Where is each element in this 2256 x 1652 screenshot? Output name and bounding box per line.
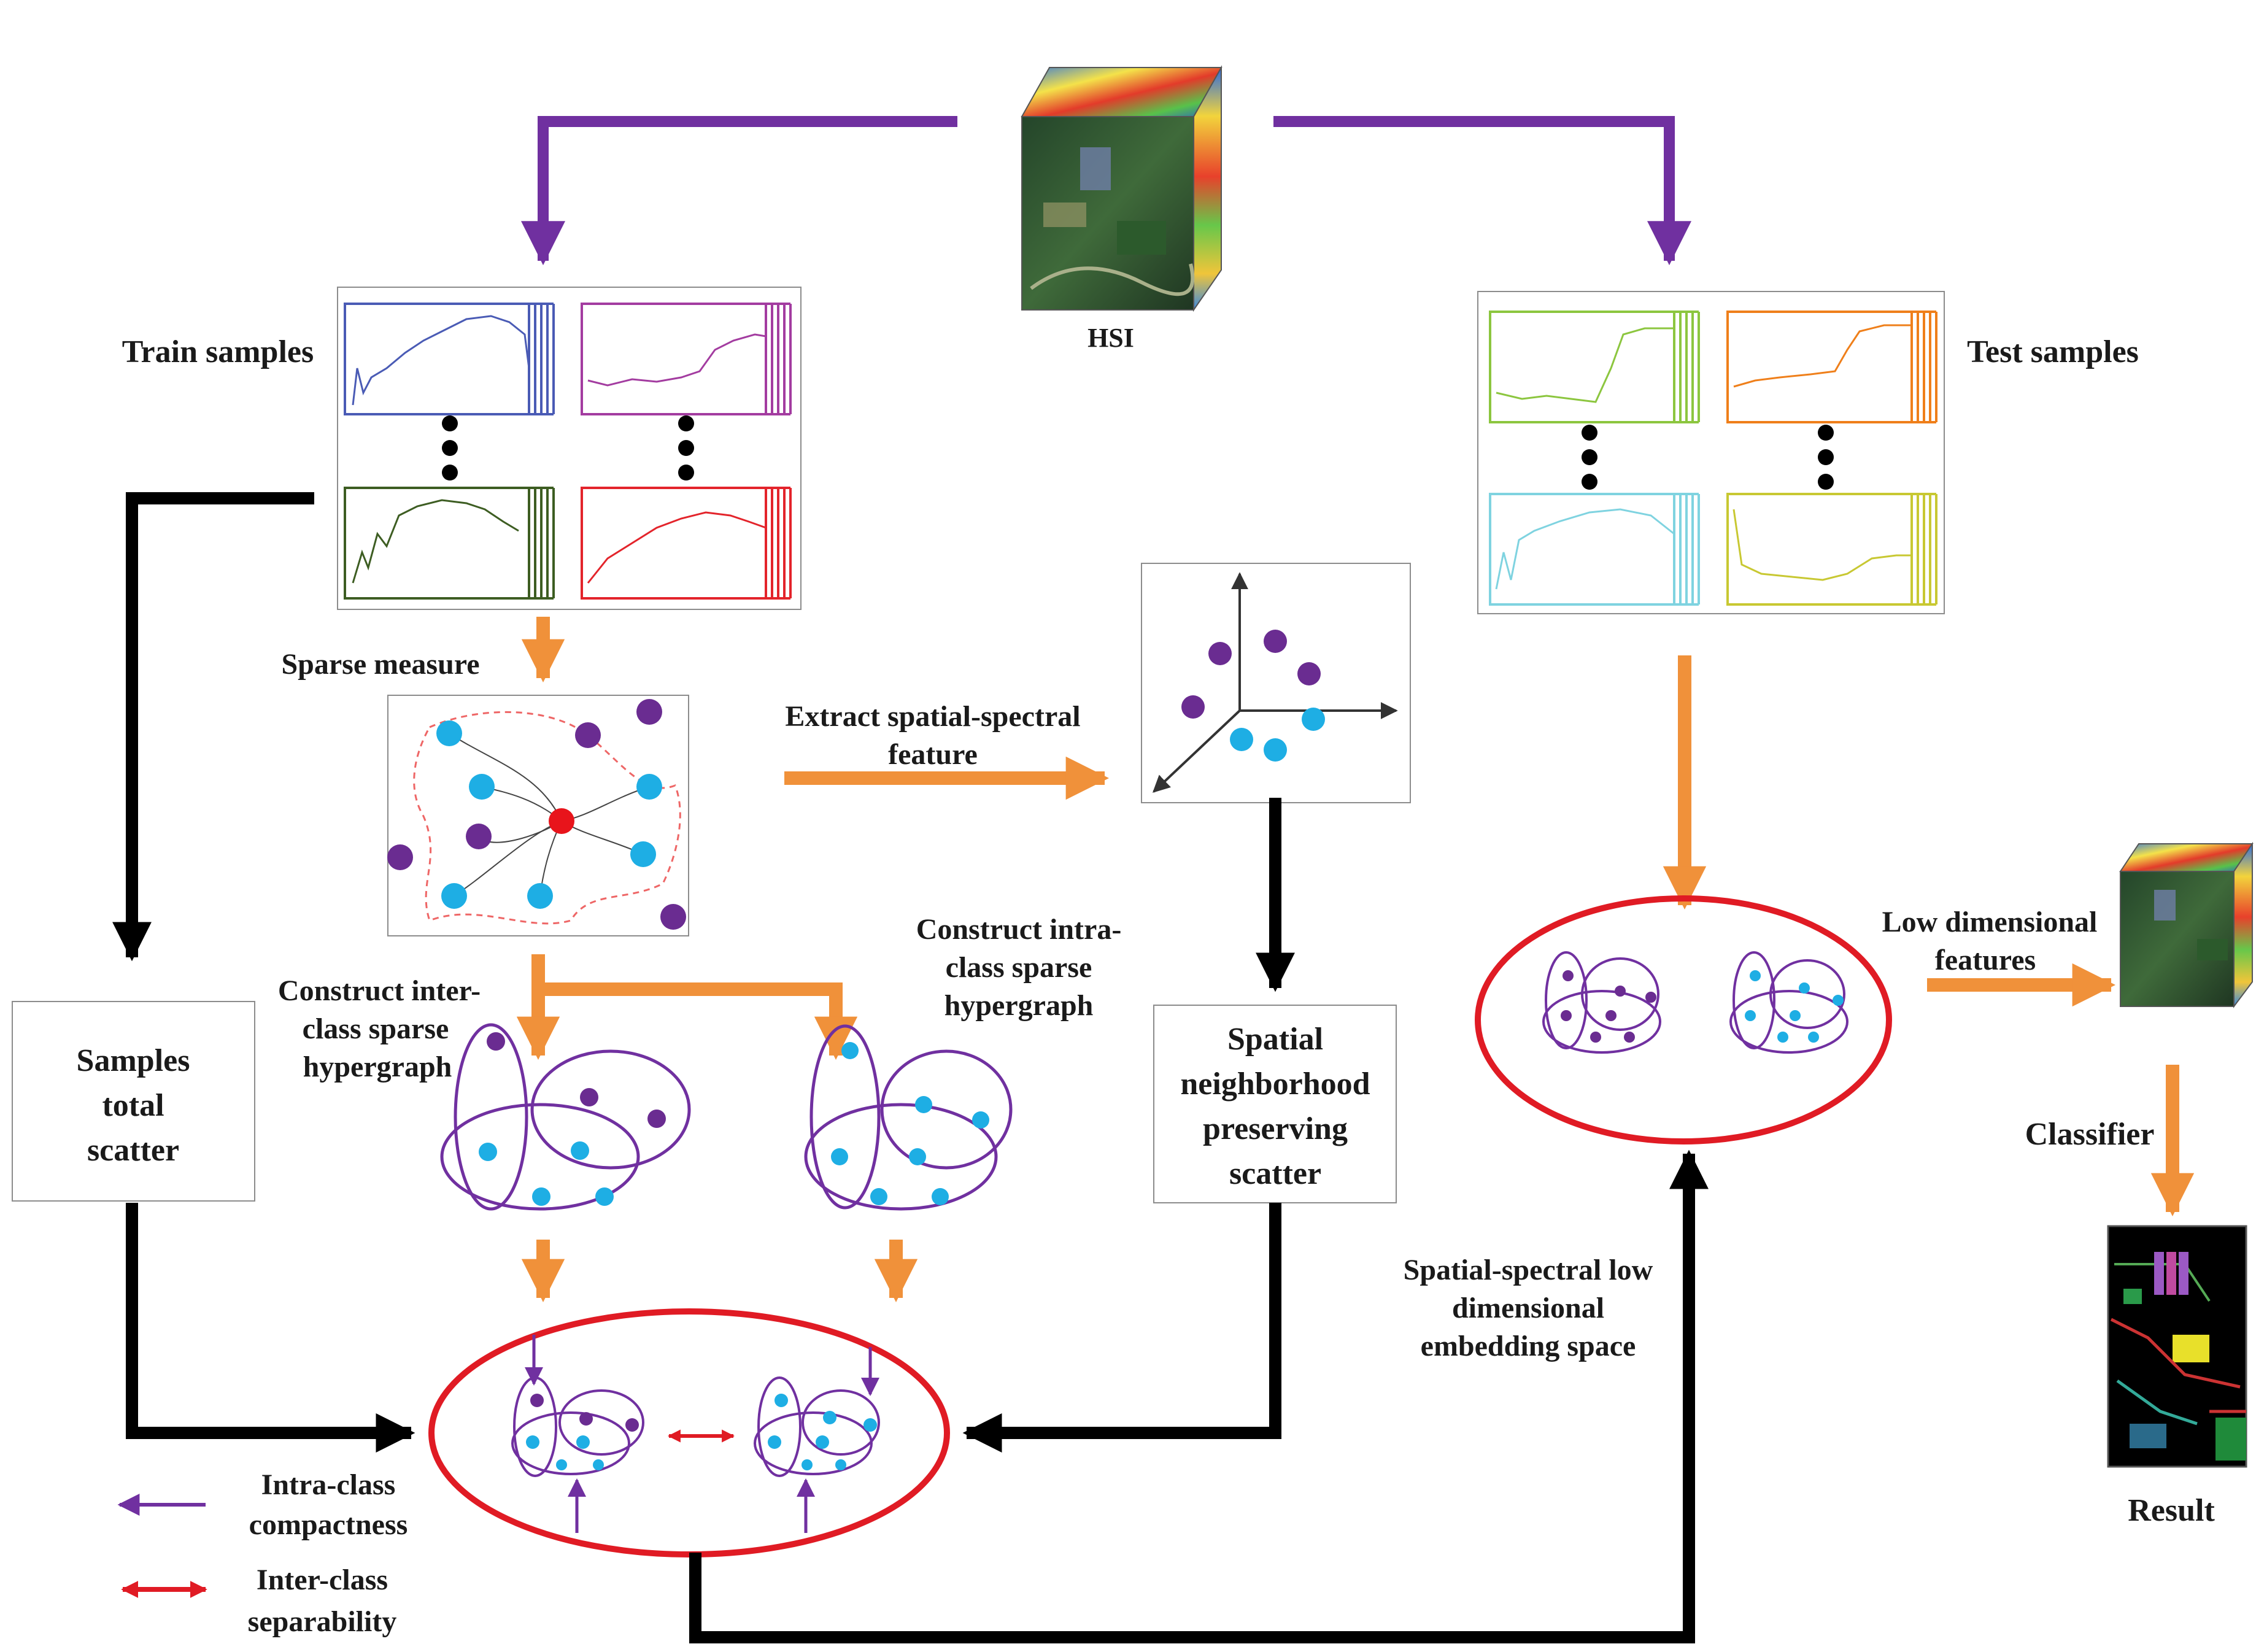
vertical-ellipsis-icon: [442, 415, 694, 481]
samples-total-scatter-box: Samples total scatter: [12, 1001, 255, 1202]
train-spectrum-blue: [344, 303, 555, 415]
objective-hypergraph-right: [754, 1347, 880, 1533]
samples-total-scatter-label-2: total: [102, 1088, 164, 1123]
embedding-label-2: dimensional: [1452, 1292, 1604, 1324]
spatial-scatter-label-2: neighborhood: [1180, 1067, 1370, 1102]
intra-hypergraph-label-2: class sparse: [946, 951, 1092, 984]
intra-class-hypergraph-nodes: [831, 1042, 989, 1205]
purple-arrow-to-test: [1273, 116, 1691, 266]
spatial-scatter-label-4: scatter: [1229, 1156, 1321, 1191]
extract-feature-label-1: Extract spatial-spectral: [785, 700, 1080, 733]
train-samples-panel: [337, 287, 802, 610]
legend-intra-label-2: compactness: [249, 1508, 408, 1541]
feature-space-panel: [1141, 563, 1411, 803]
spatial-neighborhood-box: Spatial neighborhood preserving scatter: [1153, 1005, 1397, 1203]
low-dim-features-label-1: Low dimensional: [1882, 906, 2098, 938]
black-arrow-total-to-objective: [126, 1203, 415, 1453]
extract-feature-label-2: feature: [888, 738, 978, 771]
test-spectrum-cyan: [1489, 493, 1700, 606]
classification-map-icon: [2107, 1225, 2247, 1468]
hsi-label: HSI: [1087, 323, 1134, 353]
sparse-measure-label: Sparse measure: [281, 648, 479, 681]
legend: Intra-class compactness Inter-class sepa…: [117, 1469, 408, 1638]
low-dim-features-label-2: features: [1935, 944, 2036, 976]
spatial-scatter-label-3: preserving: [1203, 1111, 1348, 1146]
train-spectrum-green: [344, 487, 555, 600]
objective-hypergraph-left: [511, 1335, 644, 1533]
intra-class-hypergraph: [804, 1024, 1013, 1211]
low-dimensional-cube-icon: [2119, 841, 2254, 1008]
train-samples-label: Train samples: [122, 334, 314, 369]
test-spectrum-lightgreen: [1489, 311, 1700, 423]
inter-hypergraph-label-3: hypergraph: [303, 1051, 452, 1083]
test-samples-label: Test samples: [1967, 334, 2139, 369]
test-spectrum-orange: [1726, 311, 1937, 423]
black-arrow-spatial-to-objective: [962, 1203, 1281, 1453]
orange-arrows-to-objective: [521, 1240, 918, 1303]
result-label: Result: [2128, 1493, 2215, 1528]
black-arrow-to-total-scatter: [112, 492, 314, 962]
train-spectrum-red: [581, 487, 792, 600]
black-arrow-objective-to-embedding: [689, 1149, 1709, 1643]
legend-inter-label-1: Inter-class: [257, 1564, 388, 1596]
inter-class-hypergraph-nodes: [479, 1032, 666, 1206]
orange-split-arrows: [516, 954, 858, 1060]
intra-hypergraph-label-3: hypergraph: [945, 989, 1094, 1022]
legend-inter-label-2: separability: [248, 1605, 397, 1638]
hsi-cube-icon: [1021, 65, 1223, 312]
test-samples-panel: [1477, 291, 1945, 614]
samples-total-scatter-label-3: scatter: [87, 1133, 179, 1168]
inter-class-hypergraph: [440, 1023, 691, 1211]
intra-hypergraph-label-1: Construct intra-: [916, 913, 1122, 946]
test-spectrum-olive: [1726, 493, 1937, 606]
embedding-label-1: Spatial-spectral low: [1404, 1254, 1653, 1286]
samples-total-scatter-label-1: Samples: [77, 1043, 190, 1078]
purple-arrow-to-train: [521, 116, 957, 266]
spatial-scatter-label-1: Spatial: [1227, 1022, 1323, 1057]
train-spectrum-magenta: [581, 303, 792, 415]
vertical-ellipsis-icon: [1582, 425, 1834, 490]
sparse-graph-panel: [387, 695, 689, 936]
inter-hypergraph-label-1: Construct inter-: [278, 975, 481, 1007]
inter-hypergraph-label-2: class sparse: [303, 1013, 449, 1045]
classifier-label: Classifier: [2025, 1117, 2155, 1152]
embedding-label-3: embedding space: [1421, 1330, 1636, 1362]
embedding-space-ellipse: [1475, 895, 1892, 1144]
legend-intra-label-1: Intra-class: [261, 1469, 396, 1501]
